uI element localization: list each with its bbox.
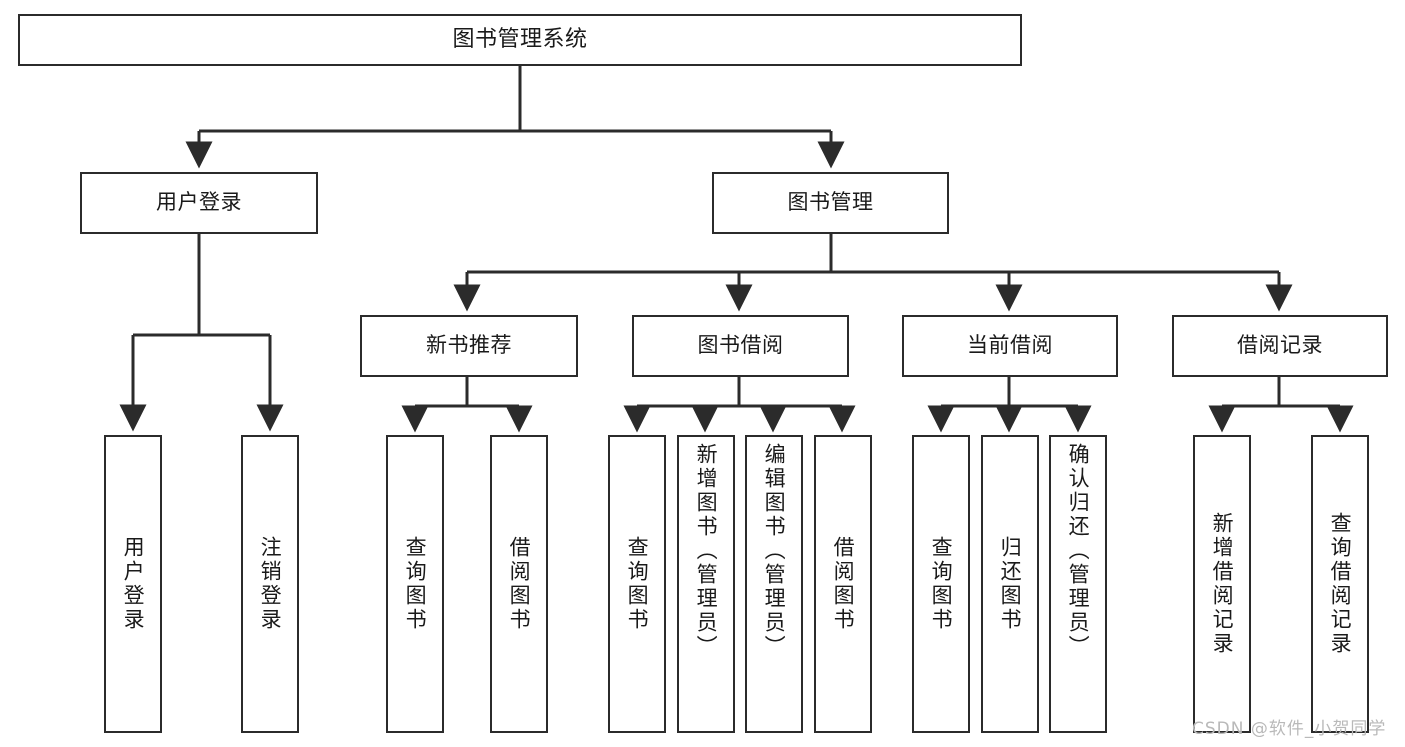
- leaf-add-book-admin[interactable]: 新增图书（管理员）: [677, 435, 735, 733]
- node-label: 新增图书（管理员）: [694, 443, 719, 659]
- node-label: 归还图书: [998, 536, 1023, 632]
- node-user-login[interactable]: 用户登录: [80, 172, 318, 234]
- node-label: 用户登录: [156, 190, 242, 215]
- node-label: 当前借阅: [967, 333, 1053, 358]
- node-label: 用户登录: [121, 536, 146, 632]
- node-label: 新书推荐: [426, 333, 512, 358]
- node-label: 新增借阅记录: [1210, 512, 1235, 656]
- leaf-query-books-current[interactable]: 查询图书: [912, 435, 970, 733]
- node-label: 查询图书: [929, 536, 954, 632]
- node-label: 编辑图书（管理员）: [762, 443, 787, 659]
- csdn-watermark: CSDN @软件_小贺同学: [1192, 719, 1387, 739]
- leaf-query-books-recommend[interactable]: 查询图书: [386, 435, 444, 733]
- node-label: 图书借阅: [697, 333, 784, 358]
- leaf-add-borrow-record[interactable]: 新增借阅记录: [1193, 435, 1251, 733]
- node-label: 借阅图书: [831, 536, 856, 632]
- node-label: 图书管理: [787, 190, 874, 215]
- leaf-edit-book-admin[interactable]: 编辑图书（管理员）: [745, 435, 803, 733]
- node-label: 借阅记录: [1237, 333, 1323, 358]
- leaf-return-books[interactable]: 归还图书: [981, 435, 1039, 733]
- node-new-book-recommendation[interactable]: 新书推荐: [360, 315, 578, 377]
- leaf-user-login[interactable]: 用户登录: [104, 435, 162, 733]
- leaf-query-borrow-record[interactable]: 查询借阅记录: [1311, 435, 1369, 733]
- leaf-query-books-borrow[interactable]: 查询图书: [608, 435, 666, 733]
- leaf-borrow-books-recommend[interactable]: 借阅图书: [490, 435, 548, 733]
- leaf-borrow-books[interactable]: 借阅图书: [814, 435, 872, 733]
- node-label: 查询图书: [625, 536, 650, 632]
- node-current-borrowing[interactable]: 当前借阅: [902, 315, 1118, 377]
- node-book-management[interactable]: 图书管理: [712, 172, 949, 234]
- node-label: 查询图书: [403, 536, 428, 632]
- node-borrowing-records[interactable]: 借阅记录: [1172, 315, 1388, 377]
- node-label: 借阅图书: [507, 536, 532, 632]
- node-label: 确认归还（管理员）: [1066, 443, 1091, 659]
- leaf-confirm-return-admin[interactable]: 确认归还（管理员）: [1049, 435, 1107, 733]
- node-label: 图书管理系统: [452, 26, 588, 52]
- node-root-system[interactable]: 图书管理系统: [18, 14, 1022, 66]
- leaf-user-logout[interactable]: 注销登录: [241, 435, 299, 733]
- node-label: 注销登录: [258, 536, 283, 632]
- node-book-borrowing[interactable]: 图书借阅: [632, 315, 849, 377]
- node-label: 查询借阅记录: [1328, 512, 1353, 656]
